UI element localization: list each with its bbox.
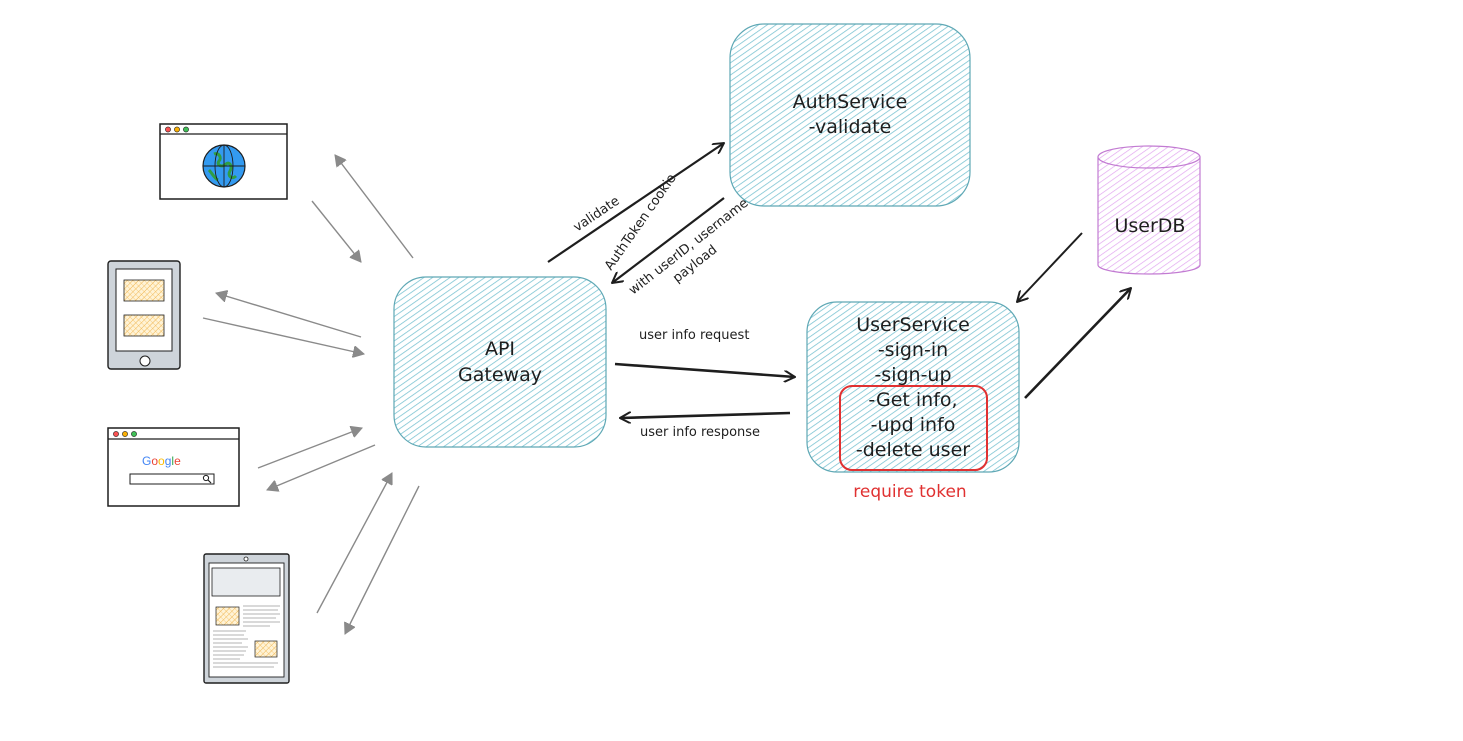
user-db-node: UserDB [1097,145,1201,275]
user-service-get-info: -Get info, [868,389,957,411]
auth-service-title: AuthService [793,91,908,113]
arrow-tablet-client-to-gateway [316,473,393,614]
tablet-client-icon [203,553,290,684]
search-brand-logo: Google [142,454,181,468]
user-info-request-label: user info request [639,328,749,343]
api-gateway-node: API Gateway [393,276,607,448]
arrow-gateway-to-tablet-client [345,485,420,634]
arrow-user-service-to-db [1024,288,1131,399]
user-service-sign-in: -sign-in [878,339,948,361]
auth-service-node: AuthService -validate [729,23,971,207]
user-service-upd-info: -upd info [871,414,956,436]
require-token-highlight [839,385,988,471]
user-service-sign-up: -sign-up [874,364,951,386]
user-info-response-label: user info response [640,425,760,440]
search-icon [202,474,212,484]
auth-service-method: -validate [809,116,892,138]
arrow-gateway-to-auth [547,143,724,263]
search-box [129,473,215,485]
arrow-mobile-client-to-gateway [202,317,364,354]
api-gateway-line-1: API [485,338,515,360]
arrow-auth-to-gateway [612,197,725,283]
web-browser-client-icon [159,123,288,200]
search-engine-client-icon: Google [107,427,240,507]
user-db-label: UserDB [1115,215,1186,237]
arrow-user-service-to-gateway [620,413,791,418]
arrow-gateway-to-web-client [335,155,414,259]
arrow-gateway-to-user-service [614,362,795,377]
article-text-lines [213,605,280,668]
arrow-search-client-to-gateway [257,428,362,469]
arrow-gateway-to-search-client [267,444,376,490]
user-service-title: UserService [856,314,970,336]
arrow-db-to-user-service [1017,232,1083,302]
arrow-web-client-to-gateway [311,200,361,262]
mobile-phone-client-icon [107,260,181,370]
require-token-label: require token [853,482,966,502]
user-service-delete-user: -delete user [856,439,970,461]
arrow-gateway-to-mobile-client [216,293,362,338]
globe-icon [202,144,246,188]
api-gateway-line-2: Gateway [458,364,542,386]
